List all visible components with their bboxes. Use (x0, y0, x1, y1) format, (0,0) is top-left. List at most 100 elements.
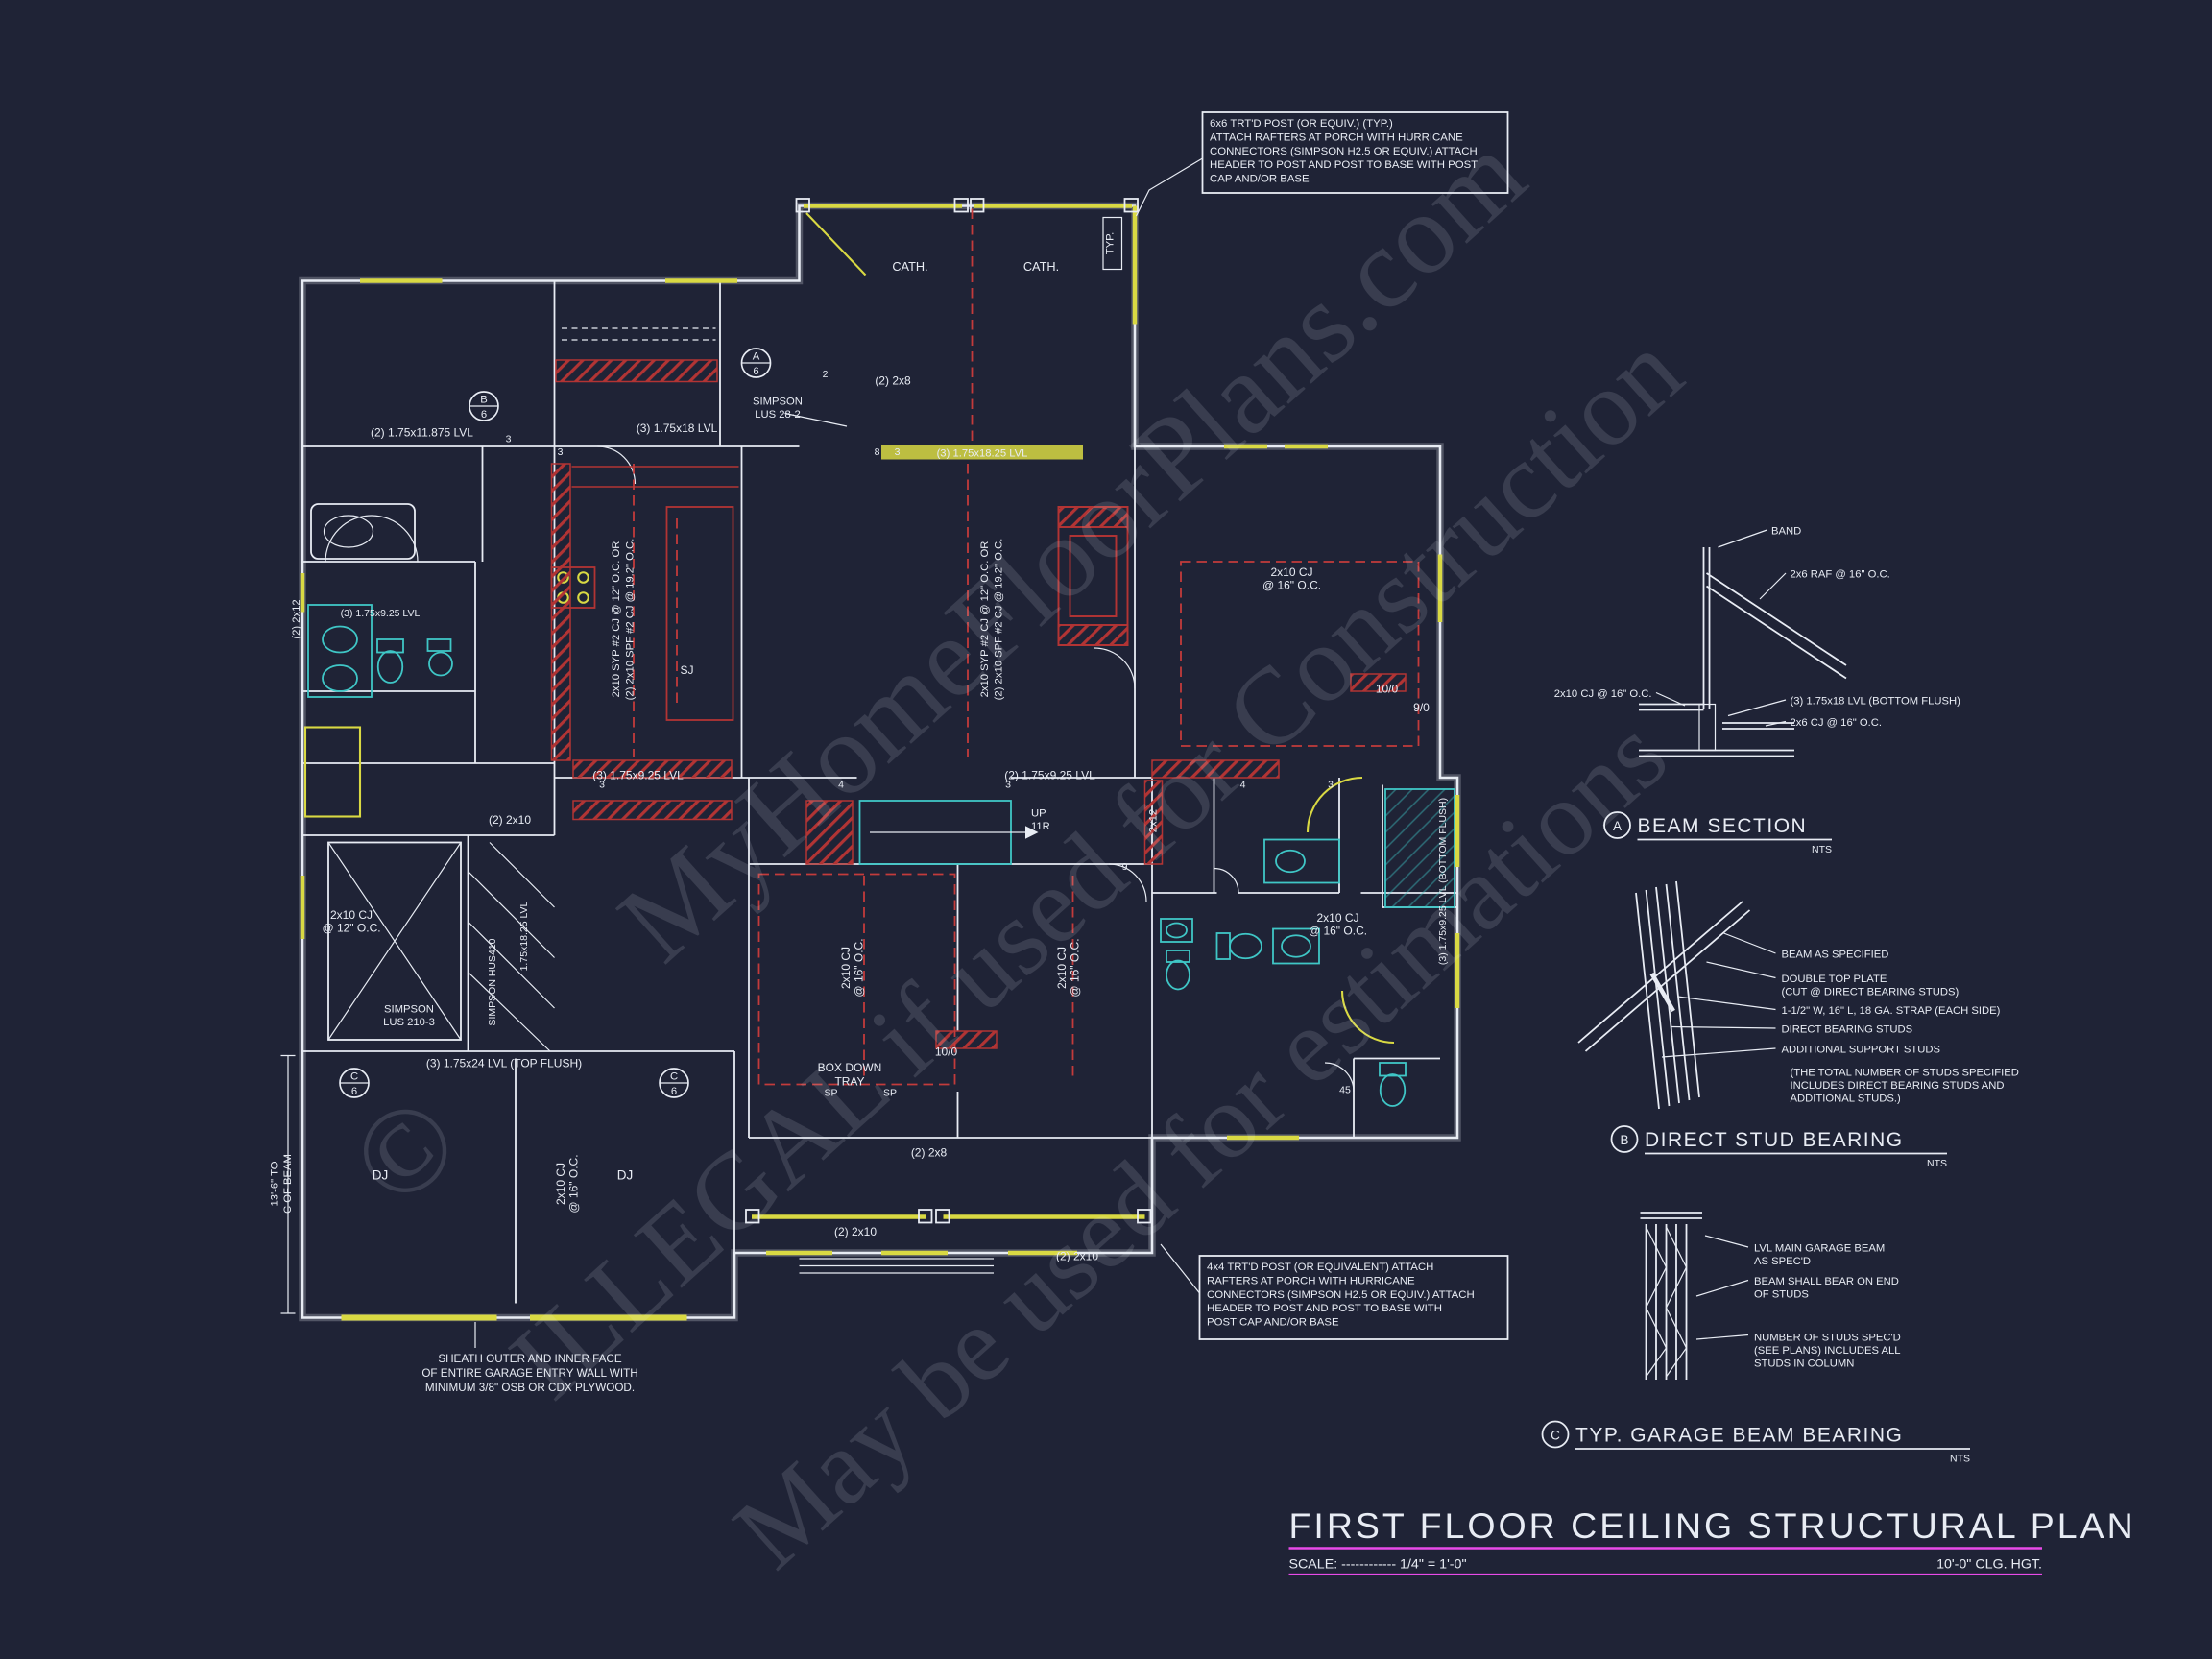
plan-label: 10/0 (935, 1046, 958, 1059)
plan-label: CATH. (1023, 259, 1059, 274)
plan-label: 9/0 (1413, 701, 1430, 714)
plan-label: C (350, 1070, 358, 1082)
x-brace-chase (327, 841, 555, 1052)
plan-label: 2x10 CJ@ 16" O.C. (1055, 938, 1082, 997)
direct-stud-bearing-callout: 1-1/2" W, 16" L, 18 GA. STRAP (EACH SIDE… (1782, 1005, 2001, 1017)
plan-label: 2x10 CJ@ 16" O.C. (554, 1154, 581, 1213)
strap (1649, 972, 1675, 1013)
closet-shelf-lines (562, 327, 716, 341)
plan-label: 6 (481, 409, 487, 421)
detail-c-letter: C (1551, 1428, 1560, 1442)
leader-lines (474, 157, 1203, 1348)
plan-label: SJ (680, 663, 693, 677)
plan-label: (2) 2x10 (489, 813, 531, 827)
plan-label: 3 (1328, 780, 1334, 791)
direct-stud-bearing-detail: B DIRECT STUD BEARING NTS (1577, 880, 1947, 1169)
section-marker-a: A6 (740, 348, 772, 378)
plan-label: (3) 1.75x18.25 LVL (937, 448, 1028, 460)
watermark-text: © (325, 1069, 485, 1232)
section-marker-b: B6 (469, 391, 499, 421)
plan-label: (2) 2x8 (875, 374, 911, 388)
detail-b-nts: NTS (1927, 1158, 1947, 1169)
typ-box (1102, 216, 1123, 271)
beam-section-callout: 2x10 CJ @ 16" O.C. (1554, 688, 1652, 700)
direct-stud-bearing-callout: ADDITIONAL SUPPORT STUDS (1782, 1045, 1940, 1056)
yellow-closet (303, 726, 362, 818)
detail-a-nts: NTS (1812, 844, 1832, 855)
plan-label: (2) 1.75x9.25 LVL (1004, 769, 1095, 782)
yellow-door-arcs (805, 212, 1395, 1045)
plan-label: C (670, 1070, 678, 1082)
plan-label: 2x10 CJ@ 16" O.C. (839, 938, 866, 997)
plan-label: 3 (506, 434, 512, 445)
section-marker-c: C6 (659, 1068, 689, 1098)
plan-label: 3 (599, 780, 605, 791)
plan-label: 2x10 CJ@ 16" O.C. (1309, 911, 1367, 938)
garage-beam-bearing-callout: NUMBER OF STUDS SPEC'D(SEE PLANS) INCLUD… (1754, 1333, 1901, 1370)
windows (300, 278, 1460, 1256)
plan-label: 2x10 SYP #2 CJ @ 12" O.C. OR(2) 2x10 SPF… (979, 539, 1004, 701)
kitchen-island (571, 466, 739, 721)
plan-label: SIMPSON HUS410 (487, 938, 498, 1025)
direct-stud-bearing-callout: BEAM AS SPECIFIED (1782, 950, 1889, 961)
plan-label: DJ (373, 1168, 389, 1183)
plan-label: (2) 2x10 (834, 1225, 877, 1238)
beam-section-callout: BAND (1771, 526, 1801, 538)
beam-section-detail: A BEAM SECTION NTS (1603, 529, 1847, 855)
plan-label: 2 (823, 369, 829, 380)
direct-stud-bearing-callout: DIRECT BEARING STUDS (1782, 1024, 1913, 1036)
floor-plan-geometry (280, 157, 1461, 1348)
post-hatch (1698, 703, 1717, 752)
title-block: FIRST FLOOR CEILING STRUCTURAL PLAN SCAL… (1288, 1505, 2136, 1575)
fireplace (1057, 506, 1129, 646)
direct-stud-bearing-callout: DOUBLE TOP PLATE(CUT @ DIRECT BEARING ST… (1782, 974, 1960, 998)
plan-label: (2) 1.75x11.875 LVL (371, 426, 473, 440)
post-note-top-text: 6x6 TRT'D POST (OR EQUIV.) (TYP.)ATTACH … (1210, 118, 1478, 185)
plan-label: 45 (1339, 1085, 1351, 1096)
beam-section-callout: 2x6 CJ @ 16" O.C. (1791, 717, 1882, 729)
plan-label: (3) 1.75x9.25 LVL (BOTTOM FLUSH) (1437, 798, 1449, 965)
plan-label: 8 (875, 446, 880, 458)
highlighted-beam (881, 445, 1083, 460)
detail-c-nts: NTS (1950, 1454, 1970, 1465)
plan-label: 2x10 CJ@ 16" O.C. (1262, 565, 1321, 592)
plan-label: CATH. (892, 259, 927, 274)
ceiling-height-label: 10'-0" CLG. HGT. (1936, 1557, 2042, 1573)
beam-section-callout: (3) 1.75x18 LVL (BOTTOM FLUSH) (1791, 696, 1961, 708)
plan-label: 4 (1240, 780, 1246, 791)
beam-strips (550, 359, 1407, 1049)
porch-steps (799, 1258, 994, 1274)
detail-c-title: TYP. GARAGE BEAM BEARING (1575, 1425, 1903, 1447)
plan-label: 4 (838, 780, 844, 791)
plan-label: 2x12 (1148, 809, 1160, 832)
detail-a-letter: A (1613, 819, 1622, 833)
plan-label: 1.75x18.25 LVL (518, 901, 530, 971)
plan-label: 2x10 CJ@ 12" O.C. (322, 908, 380, 935)
box-down-tray (757, 873, 956, 1086)
sheet-title: FIRST FLOOR CEILING STRUCTURAL PLAN (1289, 1505, 2136, 1546)
plan-label: TYP. (1105, 232, 1117, 255)
post-note-top: 6x6 TRT'D POST (OR EQUIV.) (TYP.)ATTACH … (1201, 111, 1509, 194)
stair-up-arrow (1025, 826, 1039, 839)
plan-label: (3) 1.75x9.25 LVL (592, 769, 684, 782)
porch-beams (752, 204, 1145, 1219)
detail-b-marker (1610, 1125, 1639, 1153)
plan-label: 2x10 SYP #2 CJ @ 12" O.C. OR(2) 2x10 SPF… (611, 539, 636, 701)
plan-label: 3 (558, 446, 564, 458)
plan-label: (3) 1.75x18 LVL (637, 421, 718, 435)
plan-label: SP (883, 1088, 897, 1099)
plan-label: 3 (1005, 780, 1011, 791)
plan-label: 6 (753, 366, 758, 377)
staircase (858, 800, 1039, 865)
